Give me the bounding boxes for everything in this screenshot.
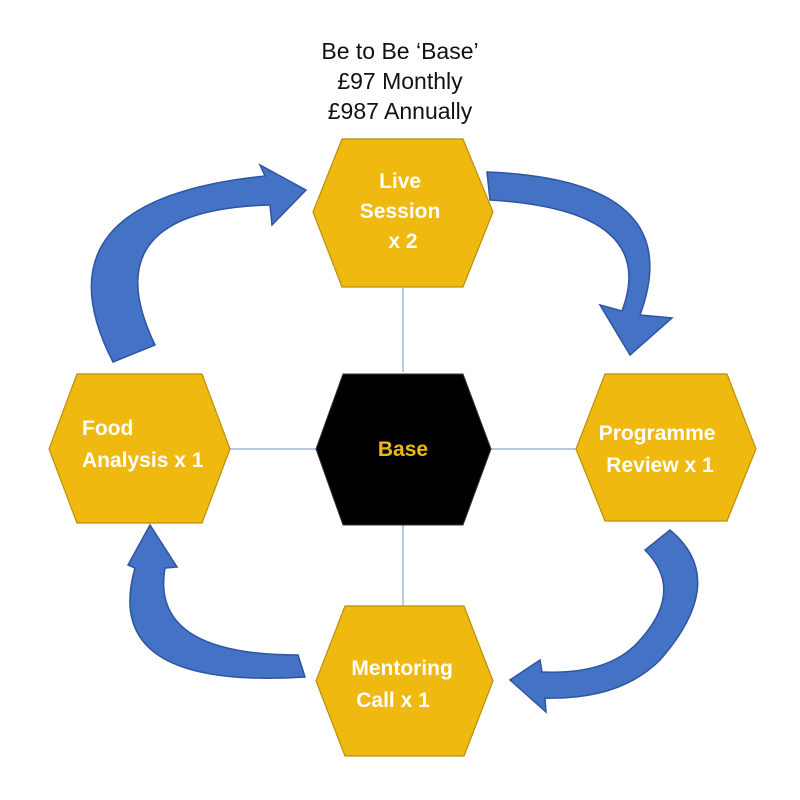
hex-top-line2: Session: [360, 200, 441, 223]
hex-bottom-line1: Mentoring: [351, 657, 452, 680]
svg-text:Mentoring Call x 1: Mentoring Call x 1: [351, 657, 458, 712]
svg-text:Live Session x 2: Live Session x 2: [360, 170, 446, 253]
arrow-left-top: [90, 163, 308, 363]
hex-top-line3: x 2: [388, 230, 417, 253]
svg-text:Food Analysis x 1: Food Analysis x 1: [82, 417, 204, 472]
hex-left: Food Analysis x 1: [48, 373, 231, 524]
cycle-arrows: [90, 163, 699, 714]
hex-left-line1: Food: [82, 417, 133, 440]
arrow-top-right: [486, 171, 674, 357]
hex-left-line2: Analysis x 1: [82, 449, 204, 472]
monthly-price: £97 Monthly: [337, 68, 463, 94]
svg-text:Base: Base: [378, 438, 428, 461]
arrow-right-bottom: [508, 529, 699, 714]
hex-center: Base: [315, 373, 492, 526]
hex-bottom-line2: Call x 1: [356, 689, 430, 712]
heading-title: Be to Be ‘Base’: [321, 38, 479, 64]
hex-right: Programme Review x 1: [575, 373, 757, 522]
svg-text:Programme Review x 1: Programme Review x 1: [599, 422, 722, 477]
hex-top-line1: Live: [379, 170, 421, 193]
pricing-heading: Be to Be ‘Base’ £97 Monthly £987 Annuall…: [200, 36, 600, 126]
hex-bottom: Mentoring Call x 1: [315, 605, 494, 757]
hex-center-label: Base: [378, 438, 428, 461]
hex-right-line1: Programme: [599, 422, 716, 445]
connectors: [230, 288, 576, 606]
arrow-bottom-left: [126, 523, 307, 679]
hex-top: Live Session x 2: [312, 138, 494, 288]
hex-right-line2: Review x 1: [606, 454, 714, 477]
annual-price: £987 Annually: [327, 98, 473, 124]
